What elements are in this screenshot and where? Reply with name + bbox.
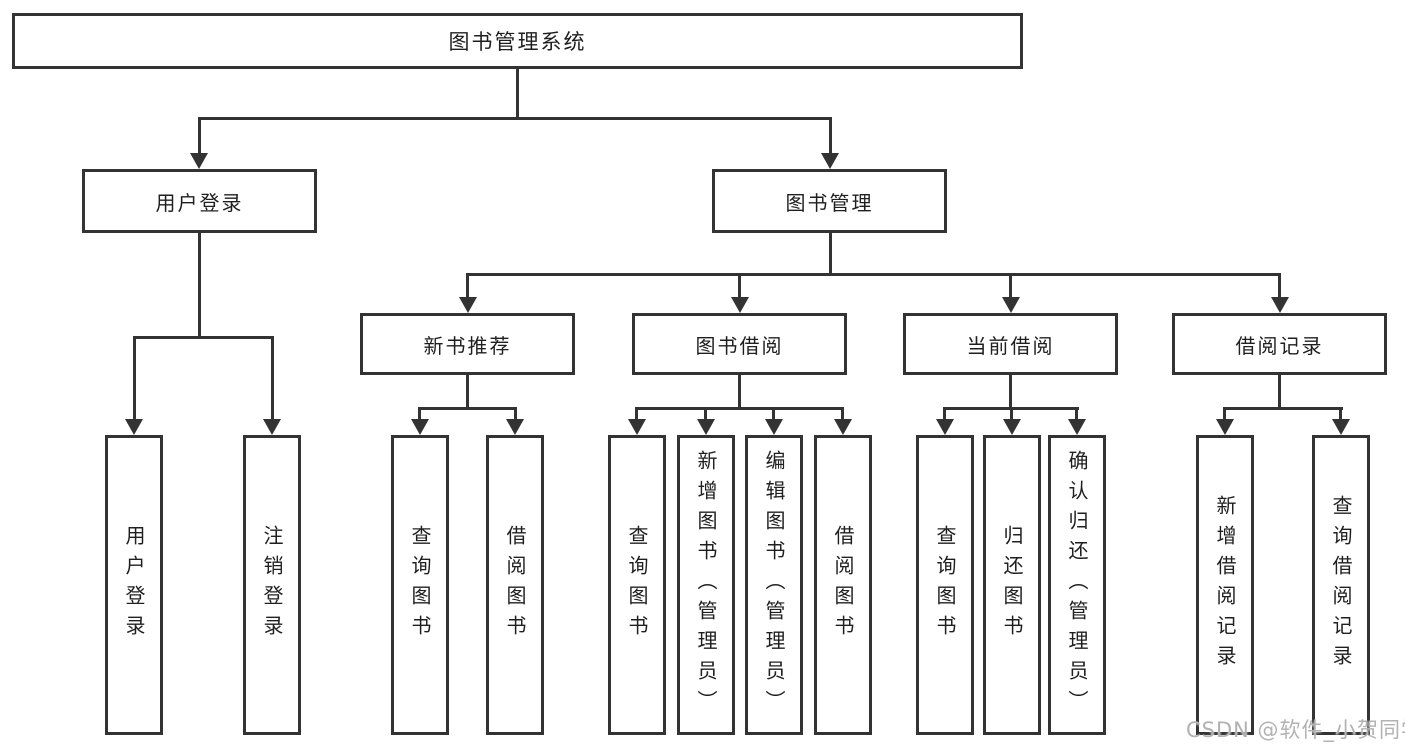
connector-login-stem	[198, 233, 201, 338]
connector-drop	[418, 407, 421, 421]
leaf-recommend-query-books: 查询图书	[391, 435, 449, 735]
connector-drop	[1075, 407, 1078, 421]
connector-root-stem	[516, 69, 519, 118]
connector-drop-leaf-logout	[271, 336, 274, 421]
leaf-borrow-query-books: 查询图书	[608, 435, 666, 735]
leaf-current-return-books: 归还图书	[983, 435, 1041, 735]
connector-drop-records	[1278, 273, 1281, 299]
connector-records-bar	[1224, 407, 1343, 410]
connector-current-stem	[1009, 375, 1012, 409]
connector-borrow-stem	[738, 375, 741, 409]
leaf-current-confirm-return-admin-label: 确认归还（管理员）	[1065, 450, 1089, 720]
connector-drop-leaf-login	[133, 336, 136, 421]
connector-level3-bar	[466, 273, 1281, 276]
leaf-current-query-books: 查询图书	[916, 435, 974, 735]
leaf-borrow-borrow-books: 借阅图书	[814, 435, 872, 735]
connector-drop	[772, 407, 775, 421]
node-book-borrow: 图书借阅	[632, 313, 847, 375]
arrowhead-leaf-login	[125, 419, 143, 435]
connector-drop-current	[1009, 273, 1012, 299]
arrowhead-borrow	[731, 297, 749, 313]
arrowhead	[411, 419, 429, 435]
node-root: 图书管理系统	[12, 13, 1023, 69]
leaf-borrow-borrow-books-label: 借阅图书	[831, 525, 855, 645]
arrowhead	[1216, 419, 1234, 435]
leaf-logout: 注销登录	[243, 435, 301, 735]
leaf-borrow-edit-books-admin-label: 编辑图书（管理员）	[762, 450, 786, 720]
connector-drop	[514, 407, 517, 421]
connector-records-stem	[1278, 375, 1281, 409]
csdn-watermark: CSDN @软件_小贺同学	[1186, 718, 1405, 742]
leaf-borrow-query-books-label: 查询图书	[625, 525, 649, 645]
arrowhead-recommend	[459, 297, 477, 313]
leaf-user-login: 用户登录	[105, 435, 163, 735]
leaf-current-return-books-label: 归还图书	[1000, 525, 1024, 645]
arrowhead-leaf-logout	[263, 419, 281, 435]
node-book-management: 图书管理	[712, 169, 947, 233]
leaf-user-login-label: 用户登录	[122, 525, 146, 645]
leaf-borrow-add-books-admin: 新增图书（管理员）	[677, 435, 735, 735]
connector-drop	[943, 407, 946, 421]
connector-recommend-bar	[419, 407, 517, 410]
arrowhead	[765, 419, 783, 435]
leaf-records-add-record-label: 新增借阅记录	[1213, 495, 1237, 675]
node-book-management-label: 图书管理	[785, 190, 874, 215]
node-user-login-label: 用户登录	[155, 190, 244, 215]
node-book-borrow-label: 图书借阅	[695, 333, 784, 358]
node-borrow-records: 借阅记录	[1172, 313, 1387, 375]
leaf-recommend-borrow-books-label: 借阅图书	[503, 525, 527, 645]
arrowhead	[936, 419, 954, 435]
leaf-current-query-books-label: 查询图书	[933, 525, 957, 645]
arrowhead-book-management	[821, 153, 839, 169]
arrowhead	[506, 419, 524, 435]
arrowhead	[1068, 419, 1086, 435]
leaf-records-add-record: 新增借阅记录	[1196, 435, 1254, 735]
connector-drop-book-management	[829, 117, 832, 155]
connector-login-bar	[133, 336, 274, 339]
node-new-book-recommend: 新书推荐	[360, 313, 575, 375]
arrowhead-records	[1271, 297, 1289, 313]
arrowhead-current	[1002, 297, 1020, 313]
node-new-book-recommend-label: 新书推荐	[423, 333, 512, 358]
connector-drop-user-login	[198, 117, 201, 155]
node-borrow-records-label: 借阅记录	[1235, 333, 1324, 358]
leaf-current-confirm-return-admin: 确认归还（管理员）	[1048, 435, 1106, 735]
leaf-records-query-record-label: 查询借阅记录	[1329, 495, 1353, 675]
connector-drop	[841, 407, 844, 421]
connector-recommend-stem	[466, 375, 469, 409]
leaf-records-query-record: 查询借阅记录	[1312, 435, 1370, 735]
connector-level2-bar	[198, 117, 832, 120]
arrowhead	[1003, 419, 1021, 435]
connector-mgmt-stem	[829, 233, 832, 276]
leaf-logout-label: 注销登录	[260, 525, 284, 645]
node-current-borrow-label: 当前借阅	[966, 333, 1055, 358]
leaf-borrow-edit-books-admin: 编辑图书（管理员）	[745, 435, 803, 735]
arrowhead	[834, 419, 852, 435]
arrowhead	[1332, 419, 1350, 435]
leaf-recommend-query-books-label: 查询图书	[408, 525, 432, 645]
arrowhead	[628, 419, 646, 435]
connector-drop	[1010, 407, 1013, 421]
leaf-recommend-borrow-books: 借阅图书	[486, 435, 544, 735]
arrowhead-user-login	[190, 153, 208, 169]
connector-drop	[704, 407, 707, 421]
connector-borrow-bar	[636, 407, 844, 410]
node-current-borrow: 当前借阅	[903, 313, 1118, 375]
connector-drop	[635, 407, 638, 421]
connector-drop-borrow	[738, 273, 741, 299]
arrowhead	[697, 419, 715, 435]
node-user-login: 用户登录	[82, 169, 317, 233]
leaf-borrow-add-books-admin-label: 新增图书（管理员）	[694, 450, 718, 720]
connector-drop-recommend	[466, 273, 469, 299]
connector-drop	[1339, 407, 1342, 421]
connector-drop	[1223, 407, 1226, 421]
node-root-label: 图书管理系统	[448, 30, 587, 54]
